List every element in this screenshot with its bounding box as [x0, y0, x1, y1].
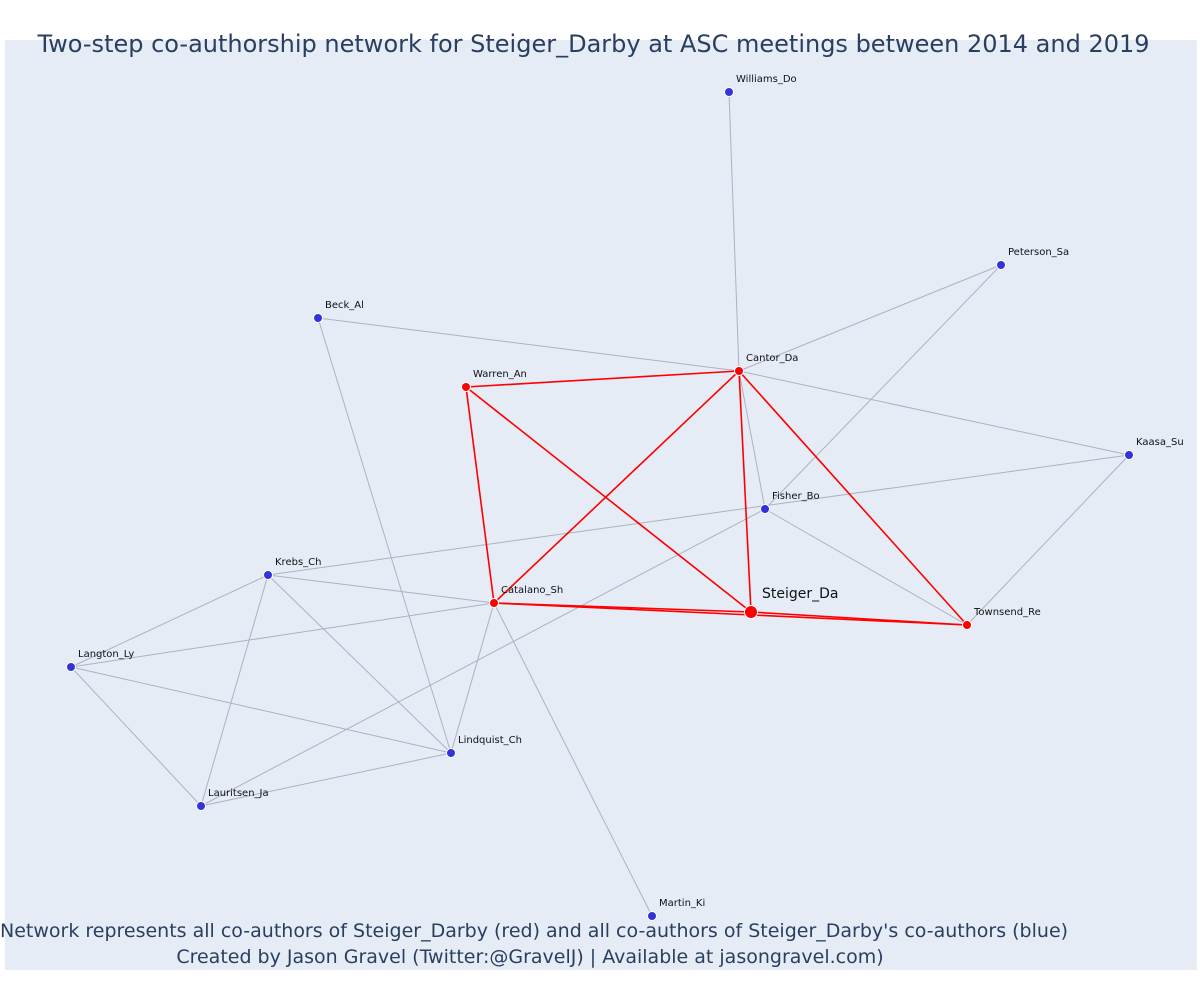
node-Williams_Do[interactable]: Williams_Do: [724, 74, 797, 97]
node-marker[interactable]: [263, 570, 273, 580]
node-marker[interactable]: [647, 911, 657, 921]
footer-credit: Created by Jason Gravel (Twitter:@Gravel…: [176, 946, 884, 968]
edge-Warren_An-Catalano_Sh: [465, 386, 495, 604]
edges-layer: [70, 91, 1130, 917]
edge-Kaasa_Su-Townsend_Re: [966, 454, 1130, 626]
node-label: Townsend_Re: [973, 607, 1041, 618]
node-Warren_An[interactable]: Warren_An: [461, 369, 527, 392]
node-marker[interactable]: [744, 605, 758, 619]
node-Peterson_Sa[interactable]: Peterson_Sa: [996, 247, 1070, 270]
node-label: Steiger_Da: [762, 586, 839, 602]
edge-Krebs_Ch-Lauritsen_Ja: [200, 574, 269, 807]
node-marker[interactable]: [760, 504, 770, 514]
node-Lauritsen_Ja[interactable]: Lauritsen_Ja: [196, 788, 269, 811]
edge-Cantor_Da-Townsend_Re: [738, 370, 968, 626]
edge-Cantor_Da-Catalano_Sh: [493, 370, 740, 604]
node-marker[interactable]: [489, 598, 499, 608]
node-marker[interactable]: [962, 620, 972, 630]
edge-Cantor_Da-Beck_Al: [317, 317, 740, 372]
edge-Langton_Ly-Lindquist_Ch: [70, 666, 452, 754]
edge-Beck_Al-Lindquist_Ch: [317, 317, 452, 754]
node-marker[interactable]: [724, 87, 734, 97]
edge-Fisher_Bo-Lauritsen_Ja: [200, 508, 766, 807]
edge-Lauritsen_Ja-Lindquist_Ch: [200, 752, 452, 807]
edge-Steiger_Da-Warren_An: [465, 386, 752, 613]
node-marker[interactable]: [446, 748, 456, 758]
node-label: Warren_An: [473, 369, 527, 380]
node-Catalano_Sh[interactable]: Catalano_Sh: [489, 585, 564, 608]
node-marker[interactable]: [66, 662, 76, 672]
node-label: Langton_Ly: [78, 649, 134, 660]
edge-Cantor_Da-Kaasa_Su: [738, 370, 1130, 456]
edge-Peterson_Sa-Fisher_Bo: [764, 264, 1002, 510]
node-Krebs_Ch[interactable]: Krebs_Ch: [263, 557, 322, 580]
node-label: Martin_Ki: [659, 898, 705, 909]
node-label: Kaasa_Su: [1136, 437, 1184, 448]
chart-title: Two-step co-authorship network for Steig…: [37, 30, 1150, 58]
node-label: Lindquist_Ch: [458, 735, 522, 746]
node-label: Lauritsen_Ja: [208, 788, 269, 799]
node-label: Peterson_Sa: [1008, 247, 1069, 258]
node-label: Krebs_Ch: [275, 557, 321, 568]
edge-Kaasa_Su-Krebs_Ch: [267, 454, 1130, 576]
node-Martin_Ki[interactable]: Martin_Ki: [647, 898, 706, 921]
node-label: Beck_Al: [325, 300, 364, 311]
node-Cantor_Da[interactable]: Cantor_Da: [734, 353, 799, 376]
node-Steiger_Da[interactable]: Steiger_Da: [744, 586, 839, 619]
nodes-layer: Steiger_Da Cantor_DaWarren_AnCatalano_ShT…: [66, 74, 1184, 921]
edge-Langton_Ly-Lauritsen_Ja: [70, 666, 202, 807]
node-label: Catalano_Sh: [501, 585, 563, 596]
node-marker[interactable]: [461, 382, 471, 392]
node-marker[interactable]: [996, 260, 1006, 270]
edge-Cantor_Da-Peterson_Sa: [738, 264, 1002, 372]
node-Langton_Ly[interactable]: Langton_Ly: [66, 649, 135, 672]
node-marker[interactable]: [1124, 450, 1134, 460]
node-marker[interactable]: [313, 313, 323, 323]
node-label: Cantor_Da: [746, 353, 798, 364]
edge-Fisher_Bo-Townsend_Re: [764, 508, 968, 626]
edge-Krebs_Ch-Langton_Ly: [70, 574, 269, 668]
footer-caption: Network represents all co-authors of Ste…: [0, 920, 1069, 942]
edge-Cantor_Da-Williams_Do: [728, 91, 740, 372]
chart-footer: Network represents all co-authors of Ste…: [0, 918, 1069, 970]
edge-Catalano_Sh-Townsend_Re: [493, 602, 968, 626]
node-Kaasa_Su[interactable]: Kaasa_Su: [1124, 437, 1184, 460]
node-marker[interactable]: [196, 801, 206, 811]
edge-Steiger_Da-Cantor_Da: [738, 370, 752, 613]
node-Townsend_Re[interactable]: Townsend_Re: [962, 607, 1041, 630]
edge-Catalano_Sh-Martin_Ki: [493, 602, 653, 917]
node-Fisher_Bo[interactable]: Fisher_Bo: [760, 491, 820, 514]
node-marker[interactable]: [734, 366, 744, 376]
edge-Krebs_Ch-Lindquist_Ch: [267, 574, 452, 754]
node-Beck_Al[interactable]: Beck_Al: [313, 300, 364, 323]
edge-Langton_Ly-Catalano_Sh: [70, 602, 495, 668]
node-label: Williams_Do: [736, 74, 797, 85]
edge-Krebs_Ch-Catalano_Sh: [267, 574, 495, 604]
edge-Cantor_Da-Fisher_Bo: [738, 370, 766, 510]
node-Lindquist_Ch[interactable]: Lindquist_Ch: [446, 735, 522, 758]
node-label: Fisher_Bo: [772, 491, 820, 502]
edge-Catalano_Sh-Lindquist_Ch: [450, 602, 495, 754]
edge-Warren_An-Cantor_Da: [465, 370, 740, 388]
